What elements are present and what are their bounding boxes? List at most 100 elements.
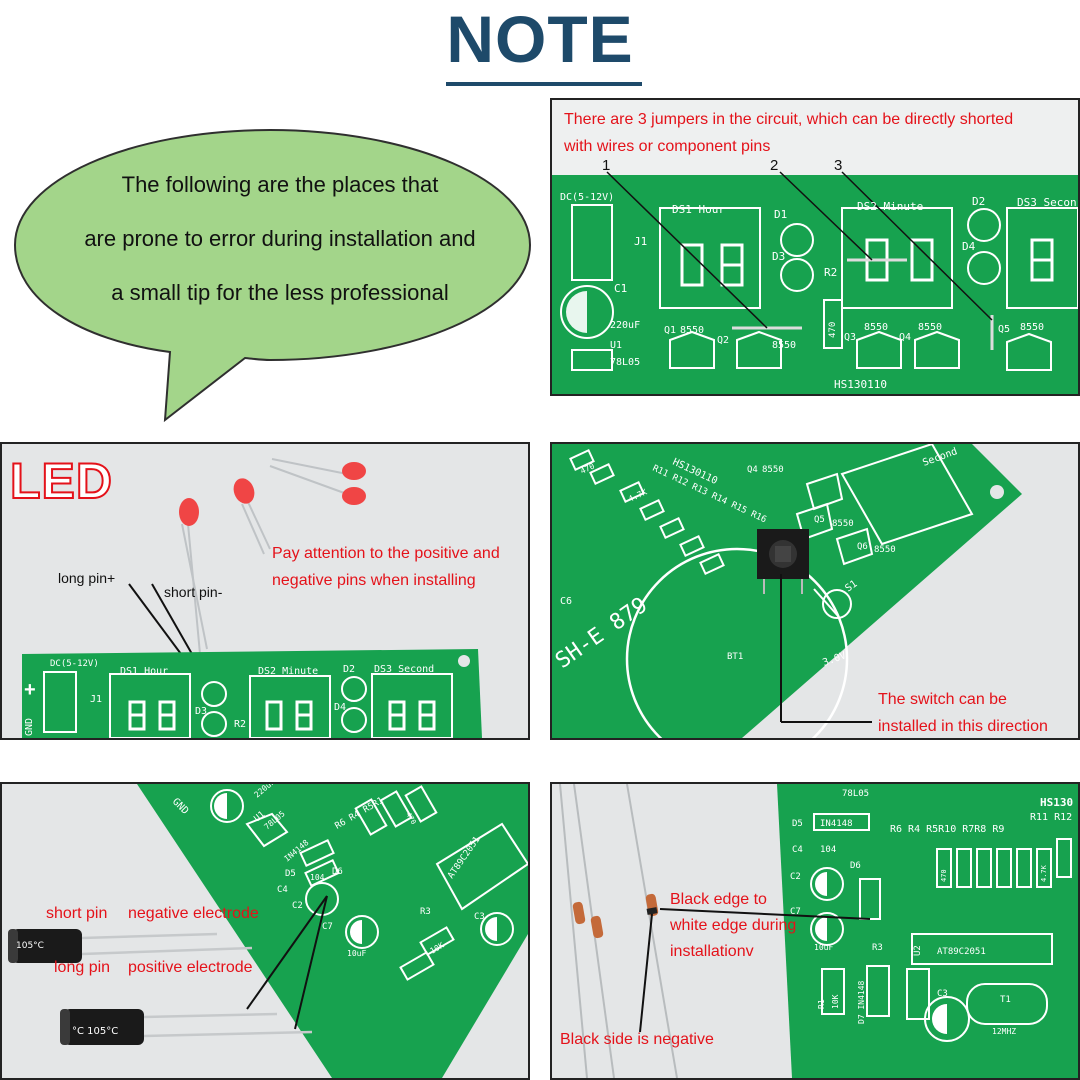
- diode-pcb-c4-label: C4: [792, 845, 803, 855]
- diode-pcb-r1-label: R1: [817, 999, 826, 1009]
- led-pcb-d4-label: D4: [334, 702, 346, 713]
- pcb-ds3-label: DS3 Secon: [1017, 196, 1077, 209]
- diode-pcb-c3-label: C3: [937, 989, 948, 999]
- pcb-q4-type-label: 8550: [918, 322, 942, 333]
- jumpers-pcb-image: DC(5-12V) J1 C1 220uF U1 78L05 DS1 Hour …: [552, 100, 1078, 394]
- short-pin-label: short pin-: [164, 584, 223, 600]
- pcb-q1-label: Q1: [664, 325, 676, 336]
- diode-pcb-d5-label: D5: [792, 819, 803, 829]
- cap-pcb-10uf-label: 10uF: [347, 949, 366, 958]
- cap-pcb-c4-label: C4: [277, 885, 288, 895]
- diode-pcb-r470-label: 470: [940, 869, 948, 882]
- speech-bubble: The following are the places that are pr…: [0, 110, 545, 430]
- diode-pcb-u2-label: U2: [913, 945, 923, 956]
- pcb-q4-label: Q4: [899, 332, 911, 343]
- switch-pcb-q4-label: Q4: [747, 465, 758, 475]
- switch-pcb-image: HS130110 R11 R12 R13 R14 R15 R16 SH-E 87…: [552, 444, 1078, 738]
- diode-pcb-r10k-label: 10K: [831, 994, 840, 1009]
- pcb-dc-label: DC(5-12V): [560, 192, 614, 203]
- led-pcb-j1-label: J1: [90, 694, 102, 705]
- diode-pcb-c7-label: C7: [790, 907, 801, 917]
- diode-pcb-image: HS130 78L05 D5 IN4148 R6 R4 R5R10 R7R8 R…: [552, 784, 1078, 1078]
- switch-note-line-1: The switch can be: [878, 691, 1007, 708]
- switch-pcb-bt1-label: BT1: [727, 652, 743, 662]
- switch-pcb-q6-type-label: 8550: [874, 545, 896, 555]
- cap-pcb-c2-label: C2: [292, 901, 303, 911]
- switch-pcb-q5-type-label: 8550: [832, 519, 854, 529]
- speech-bubble-shape: [13, 128, 532, 423]
- pcb-u1-label: U1: [610, 340, 622, 351]
- positive-electrode-note: positive electrode: [128, 959, 253, 976]
- pcb-j1-label: J1: [634, 235, 647, 248]
- cap-pcb-d6-label: D6: [332, 867, 343, 877]
- pcb-c1-label: C1: [614, 282, 627, 295]
- diode-note-line-2: white edge during: [670, 917, 797, 934]
- long-pin-label: long pin+: [58, 570, 116, 586]
- led-pcb-d3-label: D3: [195, 706, 207, 717]
- switch-pcb-c6-label: C6: [560, 596, 572, 607]
- diode-pcb-board-label: HS130: [1040, 796, 1073, 809]
- cap-pcb-d5-label: D5: [285, 869, 296, 879]
- cap-pcb-104-label: 104: [310, 873, 325, 882]
- pcb-q2-label: Q2: [717, 335, 729, 346]
- capacitor-pcb-image: 105°C °C 105°C GND 220uF U1 78L05 IN4148…: [2, 784, 528, 1078]
- diode-pcb-crystal-label: 12MHZ: [992, 1027, 1016, 1036]
- switch-panel: HS130110 R11 R12 R13 R14 R15 R16 SH-E 87…: [550, 442, 1080, 740]
- diode-panel: HS130 78L05 D5 IN4148 R6 R4 R5R10 R7R8 R…: [550, 782, 1080, 1080]
- pcb-d2-label: D2: [972, 195, 985, 208]
- pcb-ds1-label: DS1 Hour: [672, 203, 725, 216]
- cap-pcb-c7-label: C7: [322, 922, 333, 932]
- diode-pcb-reg-label: 78L05: [842, 789, 869, 799]
- pcb-d1-label: D1: [774, 208, 787, 221]
- pcb-q5-label: Q5: [998, 324, 1010, 335]
- diode-pcb-t1-label: T1: [1000, 995, 1011, 1005]
- diode-pcb-resistors-label: R6 R4 R5R10 R7R8 R9: [890, 824, 1004, 835]
- led-pcb-r2-label: R2: [234, 719, 246, 730]
- pcb-q3-label: Q3: [844, 332, 856, 343]
- led-panel: + DC(5-12V) DS1 Hour DS2 Minute DS3 Seco…: [0, 442, 530, 740]
- led-pcb-ds2-label: DS2 Minute: [258, 666, 318, 677]
- pcb-reg-label: 78L05: [610, 357, 640, 368]
- diode-note-line-1: Black edge to: [670, 891, 767, 908]
- jumpers-note-line-2: with wires or component pins: [564, 138, 771, 155]
- bubble-line-1: The following are the places that: [121, 172, 439, 197]
- led-heading: LED: [9, 453, 113, 509]
- led-pcb-gnd-label: GND: [24, 718, 35, 736]
- diode-pcb-r3-label: R3: [872, 943, 883, 953]
- pcb-q5-type-label: 8550: [1020, 322, 1044, 333]
- diode-pcb-r47k-label: 4.7K: [1040, 864, 1048, 882]
- diode-pcb-chip-label: AT89C2051: [937, 947, 986, 957]
- pcb-ds2-label: DS2 Minute: [857, 200, 923, 213]
- pcb-d3-label: D3: [772, 250, 785, 263]
- jumpers-note-line-1: There are 3 jumpers in the circuit, whic…: [564, 111, 1014, 128]
- title-underline: [446, 82, 642, 86]
- diode-pcb-c2-label: C2: [790, 872, 801, 882]
- cap-pcb-c3-label: C3: [474, 912, 485, 922]
- svg-text:105°C: 105°C: [16, 941, 44, 951]
- diode-negative-note: Black side is negative: [560, 1031, 714, 1048]
- pcb-d4-label: D4: [962, 240, 976, 253]
- jumpers-panel: DC(5-12V) J1 C1 220uF U1 78L05 DS1 Hour …: [550, 98, 1080, 396]
- callout-1: 1: [602, 157, 610, 174]
- long-pin-note: long pin: [54, 959, 111, 976]
- svg-text:+: +: [24, 679, 36, 701]
- diode-pcb-d7-label: D7 IN4148: [857, 980, 866, 1024]
- led-note-line-2: negative pins when installing: [272, 572, 476, 589]
- switch-pcb-q5-label: Q5: [814, 515, 825, 525]
- bubble-line-2: are prone to error during installation a…: [84, 226, 476, 251]
- cap-pcb-r3-label: R3: [420, 907, 431, 917]
- led-pcb-d2-label: D2: [343, 664, 355, 675]
- short-pin-note: short pin: [46, 905, 108, 922]
- diode-note-line-3: installationv: [670, 943, 754, 960]
- led-note-line-1: Pay attention to the positive and: [272, 545, 500, 562]
- diode-pcb-r1112-label: R11 R12: [1030, 812, 1072, 823]
- switch-pcb-q4-type-label: 8550: [762, 465, 784, 475]
- callout-3: 3: [834, 157, 842, 174]
- svg-text:°C 105°C: °C 105°C: [72, 1026, 118, 1037]
- diode-pcb-diode-label: IN4148: [820, 819, 853, 829]
- bubble-line-3: a small tip for the less professional: [111, 280, 449, 305]
- diode-pcb-104-label: 104: [820, 845, 836, 855]
- pcb-q2-type-label: 8550: [772, 340, 796, 351]
- pcb-q3-type-label: 8550: [864, 322, 888, 333]
- diode-pcb-d6-label: D6: [850, 861, 861, 871]
